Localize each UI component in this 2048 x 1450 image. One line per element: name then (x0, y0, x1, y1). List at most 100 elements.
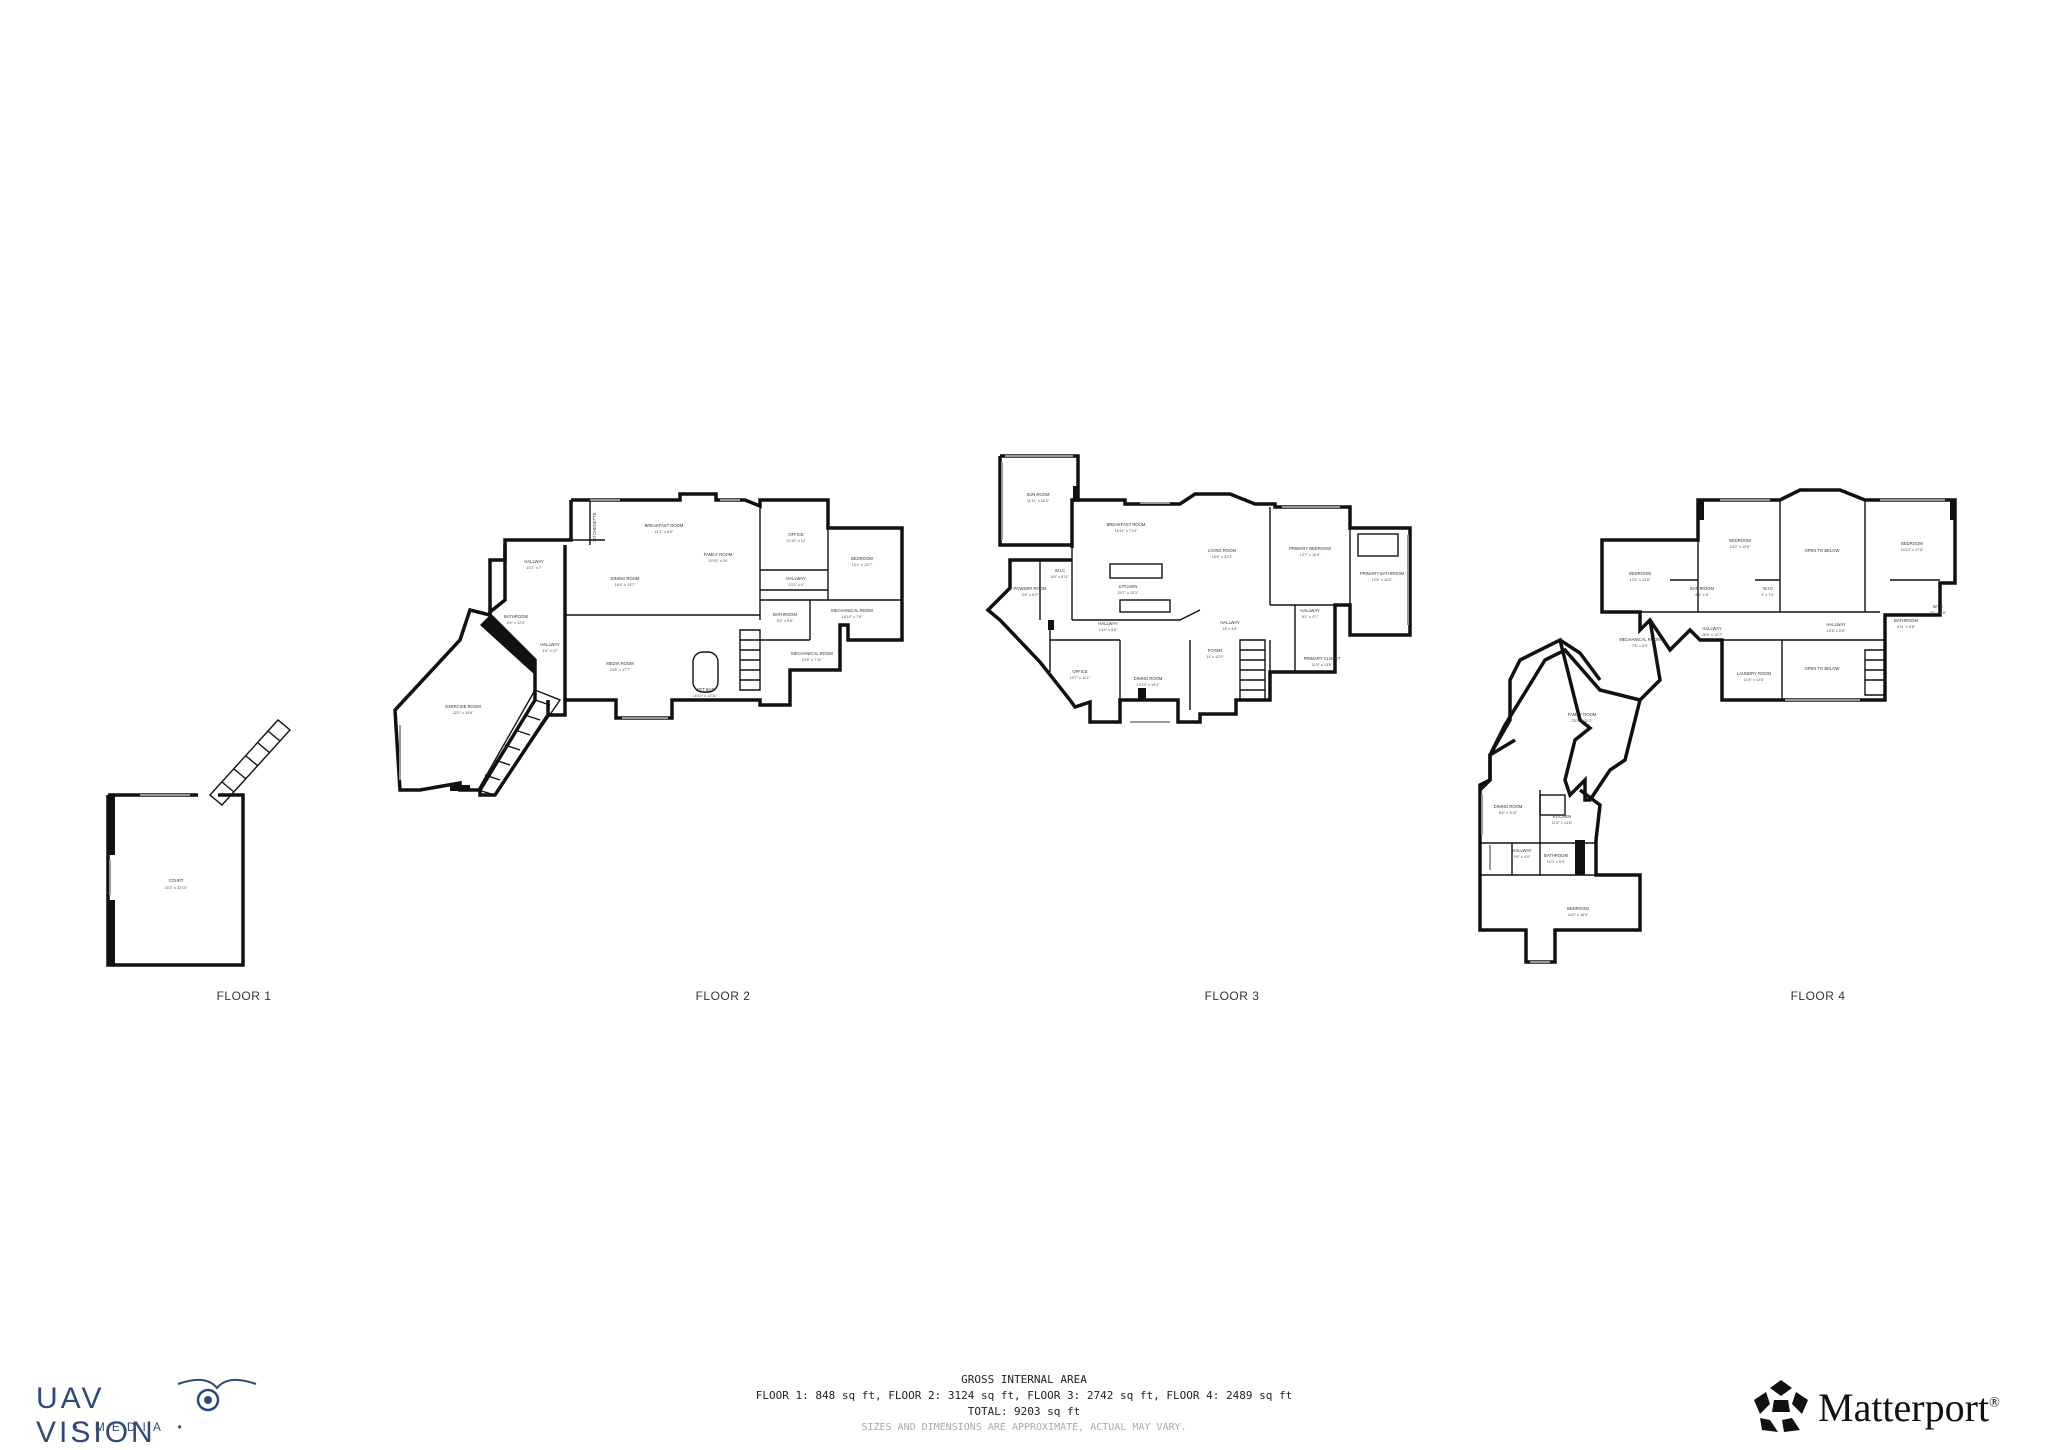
room-name: BEDROOM (1729, 538, 1751, 543)
room-name: KITCHEN (1553, 814, 1571, 819)
room-dim: 16'11" x 7'10" (1115, 529, 1138, 533)
room-dim: 13'10" x 19'4" (1137, 683, 1161, 687)
floor-2-plan: BREAKFAST ROOM 11'1" x 8'0" FAMILY ROOM … (393, 492, 904, 797)
room-dim: 12'1" x 13'7" (852, 563, 873, 567)
room-dim: 6'4" x 8'8" (1930, 611, 1947, 615)
room-name: HALLWAY (1702, 626, 1721, 631)
floor-2-label: FLOOR 2 (695, 989, 751, 1003)
matterport-logo-icon (1754, 1380, 1808, 1432)
room-name: OFFICE (1072, 669, 1088, 674)
room-dim: 4'4" x 27' (542, 649, 558, 653)
brand-name: UAV VISION (36, 1382, 156, 1449)
room-dim: 16'4" x 13'7" (615, 583, 636, 587)
room-dim: 16'10" x 13'11" (693, 694, 718, 698)
room-name: BEDROOM (1567, 906, 1589, 911)
room-dim: 32'2" x 19'6" (453, 711, 474, 715)
area-heading: GROSS INTERNAL AREA (961, 1373, 1087, 1386)
room-name: HALLWAY (786, 576, 805, 581)
room-dim: 8'6" x 11'8" (1499, 811, 1518, 815)
room-name: WET BAR (695, 687, 714, 692)
room-name: HALLWAY (1512, 848, 1531, 853)
floor-4-plan: BEDROOM 13'2" x 19'6" OPEN TO BELOW BEDR… (1478, 488, 1957, 964)
room-name: DINING ROOM (1134, 676, 1163, 681)
room-name: BEDROOM (1629, 571, 1651, 576)
room-dim: 8'3" x 5'6" (777, 619, 794, 623)
room-name: KITCHEN (1119, 584, 1137, 589)
floor-4-label: FLOOR 4 (1790, 989, 1846, 1003)
room-dim: 10'6" x 7'11" (802, 658, 823, 662)
room-dim: 13'3" x 4' (788, 583, 804, 587)
room-name: FAMILY ROOM (1568, 712, 1597, 717)
room-dim: 8'4" x 12'0" (507, 621, 526, 625)
room-name: SUN ROOM (1026, 492, 1050, 497)
room-name: HALLWAY (1300, 608, 1319, 613)
area-total: TOTAL: 9203 sq ft (967, 1405, 1081, 1418)
room-dim: 24'2" x 16'9" (1568, 913, 1589, 917)
room-dim: 20'7" x 13'1" (1118, 591, 1139, 595)
room-name: BEDROOM (1901, 541, 1923, 546)
drone-eye-icon (177, 1378, 257, 1412)
room-dim: 18'6" x 31'3" (1212, 555, 1233, 559)
matterport-logo: Matterport® (1752, 1374, 2022, 1434)
room-dim: 26'9" x 12'7" (1702, 633, 1723, 637)
brand-sub: • MEDIA • (73, 1420, 189, 1434)
room-name: HALLWAY (524, 559, 543, 564)
room-dim: 13'2" x 19'6" (1730, 545, 1751, 549)
room-name: BREAKFAST ROOM (1107, 522, 1146, 527)
room-dim: 11'11" x 16'3" (1027, 499, 1050, 503)
room-dim: 9'5" x 4'0" (1514, 855, 1531, 859)
room-dim: 12'6" x 10'0" (1372, 578, 1393, 582)
room-dim: 11' x 12'0" (1206, 655, 1224, 659)
brand-name: Matterport® (1818, 1385, 2000, 1430)
room-dim: 24'8" x 17'7" (610, 668, 631, 672)
room-name: PRIMARY CLOSET (1304, 656, 1341, 661)
room-dim: 33'3" x 33'10" (165, 886, 189, 890)
room-dim: 9'11" x 6'6" (1897, 625, 1916, 629)
room-dim: 11'0" x 5'5" (1547, 860, 1566, 864)
room-dim: 11'8" x 12'8" (1744, 678, 1765, 682)
room-dim: 14'4" x 5'8" (1099, 628, 1118, 632)
room-dim: 23'2" x 32'2" (1572, 719, 1593, 723)
room-name: W.I.C (1055, 568, 1065, 573)
area-disclaimer: SIZES AND DIMENSIONS ARE APPROXIMATE, AC… (861, 1422, 1187, 1433)
room-dim: 13'2" x 13'8" (1630, 578, 1651, 582)
room-name: LAUNDRY ROOM (1737, 671, 1772, 676)
room-name: BATHROOM (1690, 586, 1714, 591)
floor-1-label: FLOOR 1 (216, 989, 272, 1003)
room-name: HALLWAY (1098, 621, 1117, 626)
room-name: OPEN TO BELOW (1805, 548, 1840, 553)
room-name: MEDIA ROOM (606, 661, 634, 666)
room-name: W.I.C (1933, 604, 1943, 609)
room-dim: 8'1" x 4'1" (1302, 615, 1319, 619)
room-name: LIVING ROOM (1208, 548, 1236, 553)
room-name: MECHANICAL ROOM (1619, 637, 1661, 642)
room-dim: 11'8" x 13'8" (1312, 663, 1333, 667)
room-name: DINING ROOM (611, 576, 640, 581)
room-dim: 8'5" x 8' (1695, 593, 1708, 597)
room-dim: 18' x 4'8" (1222, 627, 1238, 631)
room-name: BREAKFAST ROOM (645, 523, 684, 528)
room-name: BATHROOM (773, 612, 797, 617)
room-dim: 13'7" x 16'9" (1300, 553, 1321, 557)
room-name: OFFICE (788, 532, 804, 537)
gross-internal-area: GROSS INTERNAL AREA FLOOR 1: 848 sq ft, … (756, 1372, 1292, 1436)
room-dim: 19'6" x 6'5" (1827, 629, 1846, 633)
room-name: HALLWAY (1826, 622, 1845, 627)
room-dim: 10'7" x 11'1" (1070, 676, 1091, 680)
area-breakdown: FLOOR 1: 848 sq ft, FLOOR 2: 3124 sq ft,… (755, 1389, 1293, 1402)
room-name: PRIMARY BEDROOM (1289, 546, 1331, 551)
room-name: BEDROOM (851, 556, 873, 561)
room-dim: 8'6" x 8'11" (1051, 575, 1070, 579)
room-dim: 11'8" x 13'8" (1552, 821, 1573, 825)
room-name: HALLWAY (1220, 620, 1239, 625)
room-dim: 10'10" x 12' (786, 539, 806, 543)
room-name: OPEN TO BELOW (1805, 666, 1840, 671)
room-name: BATHROOM (504, 614, 528, 619)
room-name: MECHANICAL ROOM (831, 608, 873, 613)
floor-3-plan: SUN ROOM 11'11" x 16'3" BREAKFAST ROOM 1… (985, 454, 1412, 724)
room-dim: 5'6" x 8'2" (1022, 593, 1039, 597)
room-name: HALLWAY (540, 642, 559, 647)
floor-1-plan: COURT 33'3" x 33'10" (106, 719, 292, 967)
room-name: MECHANICAL ROOM (791, 651, 833, 656)
